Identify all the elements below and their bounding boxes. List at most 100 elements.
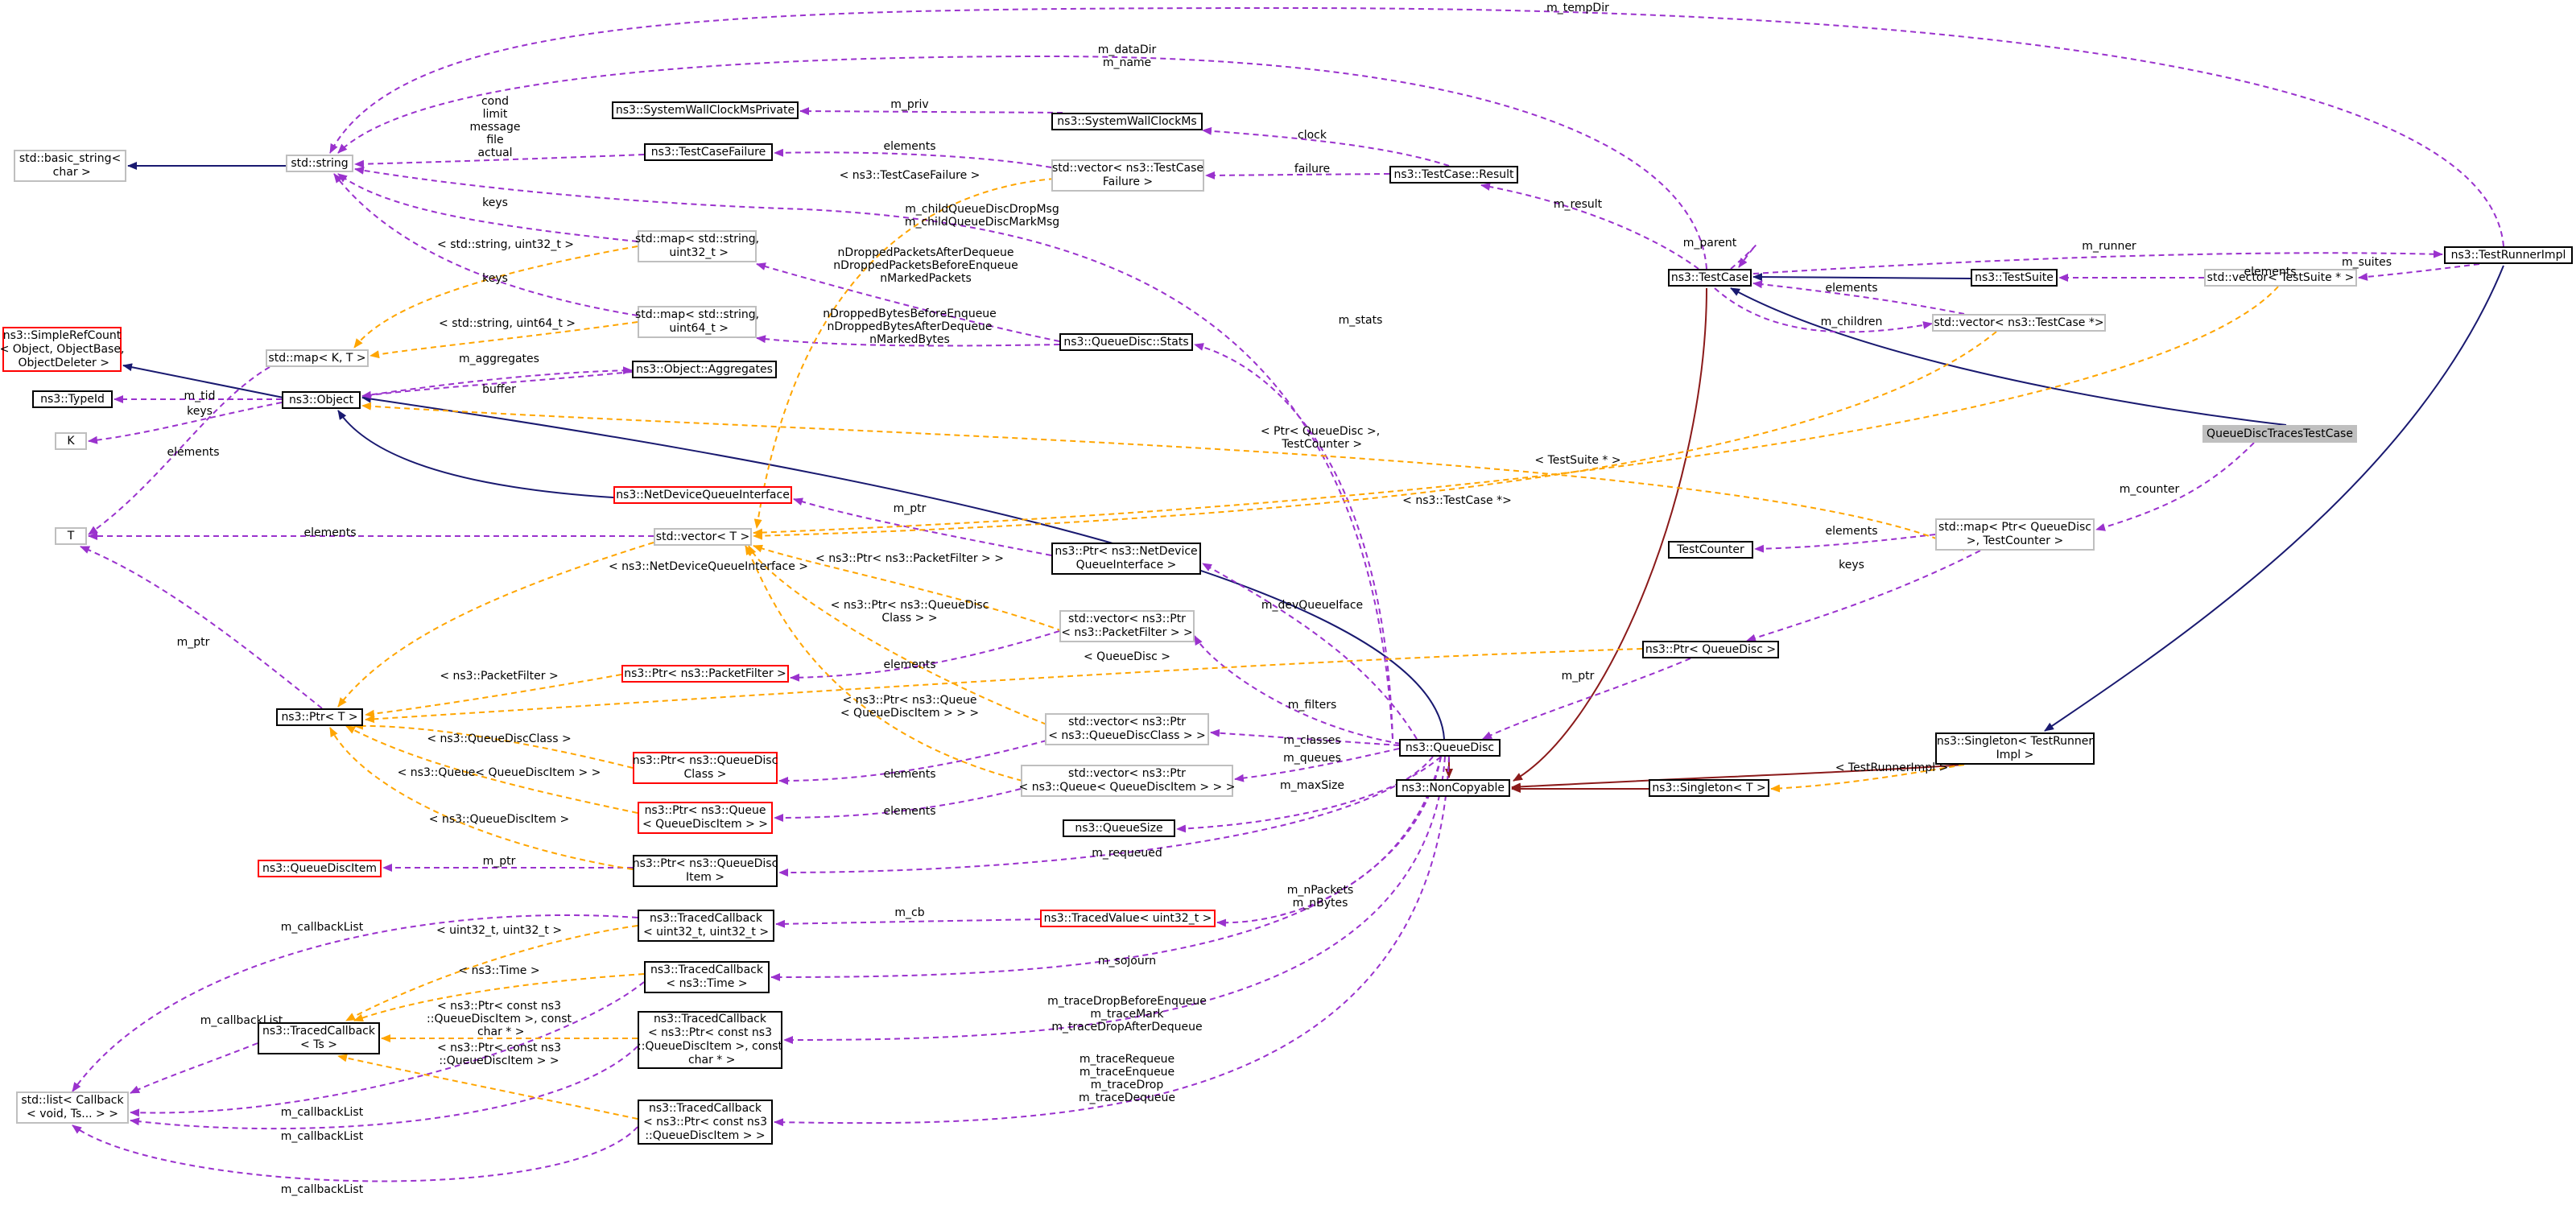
edge-clock xyxy=(1202,126,1450,167)
edge-label-m-counter: m_counter xyxy=(2119,483,2180,496)
edge-label-m-ptr-qdi: m_ptr xyxy=(482,855,516,868)
edge-label-m-callbacklist3: m_callbackList xyxy=(280,1106,364,1119)
class-node-t[interactable]: T xyxy=(55,527,87,545)
edge-label-dropped-pkts: nDroppedPacketsAfterDequeue nDroppedPack… xyxy=(833,246,1018,285)
class-node-aggregates[interactable]: ns3::Object::Aggregates xyxy=(632,361,777,378)
edge-label-keys4: keys xyxy=(1839,559,1864,571)
edge-label-elements-fail: elements xyxy=(883,140,936,153)
class-node-vector-testsuite[interactable]: std::vector< TestSuite * > xyxy=(2204,269,2357,287)
class-node-singleton-tri[interactable]: ns3::Singleton< TestRunner Impl > xyxy=(1935,732,2095,765)
class-node-ptr-t[interactable]: ns3::Ptr< T > xyxy=(276,708,363,726)
tmpl-packetfilter xyxy=(365,674,622,718)
class-node-basic-string[interactable]: std::basic_string< char > xyxy=(14,150,126,182)
class-node-focus[interactable]: QueueDiscTracesTestCase xyxy=(2202,425,2357,443)
class-node-qditem[interactable]: ns3::QueueDiscItem xyxy=(258,860,382,877)
class-node-vector-ptr-queue[interactable]: std::vector< ns3::Ptr < ns3::Queue< Queu… xyxy=(1019,765,1235,797)
edge-requeued xyxy=(778,756,1434,877)
class-node-ptr-packetfilter[interactable]: ns3::Ptr< ns3::PacketFilter > xyxy=(621,665,789,683)
class-node-tcb-time[interactable]: ns3::TracedCallback < ns3::Time > xyxy=(644,961,770,993)
class-node-testcounter[interactable]: TestCounter xyxy=(1668,541,1753,559)
class-node-map-u32[interactable]: std::map< std::string, uint32_t > xyxy=(635,230,759,262)
edge-label-packetfilter-tmpl: < ns3::PacketFilter > xyxy=(440,670,559,683)
edge-label-m-maxsize: m_maxSize xyxy=(1280,779,1344,792)
edge-aggregates xyxy=(361,366,633,397)
class-node-vector-testcase[interactable]: std::vector< ns3::TestCase *> xyxy=(1932,314,2106,332)
edge-noncopyable-to-testcase xyxy=(1513,287,1707,782)
edge-map-ptr-elements xyxy=(1754,534,1936,553)
edge-object-to-queuedisc xyxy=(361,394,1445,740)
class-node-tcb-u32[interactable]: ns3::TracedCallback < uint32_t, uint32_t… xyxy=(638,910,774,942)
edge-label-keys1: keys xyxy=(482,196,508,209)
class-node-result[interactable]: ns3::TestCase::Result xyxy=(1389,166,1518,184)
class-node-vector-tcfailure[interactable]: std::vector< ns3::TestCase Failure > xyxy=(1051,159,1204,192)
edge-label-m-sojourn: m_sojourn xyxy=(1097,955,1157,968)
class-node-tcb-ts[interactable]: ns3::TracedCallback < Ts > xyxy=(258,1022,380,1054)
edge-label-keys2: keys xyxy=(482,272,508,285)
edge-label-m-tid: m_tid xyxy=(184,390,216,402)
class-node-ptr-queue[interactable]: ns3::Ptr< ns3::Queue < QueueDiscItem > > xyxy=(638,802,773,834)
class-node-wallclockprivate[interactable]: ns3::SystemWallClockMsPrivate xyxy=(612,101,799,119)
class-node-wallclock[interactable]: ns3::SystemWallClockMs xyxy=(1051,113,1203,130)
class-node-typeid[interactable]: ns3::TypeId xyxy=(32,390,113,408)
tmpl-qditem xyxy=(329,727,634,870)
class-node-k[interactable]: K xyxy=(55,432,87,450)
edge-label-time-tmpl: < ns3::Time > xyxy=(458,964,540,977)
edge-wallclockprivate xyxy=(799,107,1063,116)
class-node-map-ptr-qd[interactable]: std::map< Ptr< QueueDisc >, TestCounter … xyxy=(1935,518,2095,551)
class-node-testcase[interactable]: ns3::TestCase xyxy=(1668,269,1752,287)
class-node-simplerefcount[interactable]: ns3::SimpleRefCount < Object, ObjectBase… xyxy=(0,327,124,372)
class-node-ptr-queuedisc[interactable]: ns3::Ptr< QueueDisc > xyxy=(1642,641,1779,658)
edge-map-u32-string xyxy=(337,173,638,242)
class-node-tracedvalue[interactable]: ns3::TracedValue< uint32_t > xyxy=(1040,910,1216,927)
tmpl-qdclass xyxy=(353,721,634,769)
edge-label-testcase-tmpl: < ns3::TestCase *> xyxy=(1402,494,1512,507)
class-node-queuesize[interactable]: ns3::QueueSize xyxy=(1063,819,1175,837)
edge-label-m-devqi: m_devQueueIface xyxy=(1261,599,1364,612)
class-node-tcb-ptr-const-char[interactable]: ns3::TracedCallback < ns3::Ptr< const ns… xyxy=(638,1011,782,1069)
edge-k xyxy=(88,402,283,444)
class-node-ptr-qdclass[interactable]: ns3::Ptr< ns3::QueueDisc Class > xyxy=(633,752,778,784)
class-node-testrunnerimpl[interactable]: ns3::TestRunnerImpl xyxy=(2444,246,2573,264)
class-node-list-callback[interactable]: std::list< Callback < void, Ts... > > xyxy=(16,1091,129,1124)
class-node-noncopyable[interactable]: ns3::NonCopyable xyxy=(1396,779,1510,797)
edge-children xyxy=(1714,287,1933,333)
edge-label-trace-requeue: m_traceRequeue m_traceEnqueue m_traceDro… xyxy=(1078,1053,1176,1104)
edge-label-m-filters: m_filters xyxy=(1287,699,1337,712)
edge-label-m-ptr-qd: m_ptr xyxy=(1561,670,1595,683)
edge-singleton-to-testrunnerimpl xyxy=(2044,265,2504,732)
edge-testcase-to-testsuite xyxy=(1752,273,1971,282)
edge-label-m-tempdir: m_tempDir xyxy=(1546,2,1609,14)
edge-label-m-cb: m_cb xyxy=(894,906,925,919)
edge-cb xyxy=(775,918,1041,928)
tmpl-testcase xyxy=(753,331,1997,540)
class-node-stdmap-kt[interactable]: std::map< K, T > xyxy=(266,349,369,367)
edge-tempdir xyxy=(329,6,2504,247)
class-node-testcasefailure[interactable]: ns3::TestCaseFailure xyxy=(644,143,773,161)
class-node-netdevqi[interactable]: ns3::NetDeviceQueueInterface xyxy=(613,486,792,504)
tmpl-tcfailure xyxy=(753,178,1055,529)
edge-label-m-ptr-t: m_ptr xyxy=(176,636,210,649)
edge-label-m-ptr-ndqi: m_ptr xyxy=(893,502,927,515)
class-node-std-string[interactable]: std::string xyxy=(286,155,353,172)
class-node-vector-t[interactable]: std::vector< T > xyxy=(654,528,752,546)
class-node-qdstats[interactable]: ns3::QueueDisc::Stats xyxy=(1059,333,1193,351)
tmpl-time xyxy=(353,973,645,1022)
edge-label-qdclass-tmpl: < ns3::QueueDiscClass > xyxy=(427,732,572,745)
class-node-ptr-qditem[interactable]: ns3::Ptr< ns3::QueueDisc Item > xyxy=(633,855,778,887)
class-node-vector-ptr-pf[interactable]: std::vector< ns3::Ptr < ns3::PacketFilte… xyxy=(1059,610,1195,642)
edge-mark-msg-string xyxy=(354,166,1393,740)
edge-result xyxy=(1480,183,1699,270)
class-node-ptr-netdevqi[interactable]: ns3::Ptr< ns3::NetDevice QueueInterface … xyxy=(1051,543,1201,575)
edge-label-elements-pf: elements xyxy=(883,658,936,671)
edge-maxsize xyxy=(1176,756,1442,833)
class-node-queuedisc[interactable]: ns3::QueueDisc xyxy=(1399,739,1501,757)
edge-map-elements-t xyxy=(88,366,270,535)
edge-list-cb3 xyxy=(130,981,645,1117)
class-node-object[interactable]: ns3::Object xyxy=(282,391,361,409)
class-node-testsuite[interactable]: ns3::TestSuite xyxy=(1971,269,2058,287)
class-node-singleton-t[interactable]: ns3::Singleton< T > xyxy=(1649,779,1769,797)
edge-testcase-to-focus xyxy=(1730,287,2287,426)
class-node-map-u64[interactable]: std::map< std::string, uint64_t > xyxy=(635,306,759,338)
class-node-tcb-ptr-const[interactable]: ns3::TracedCallback < ns3::Ptr< const ns… xyxy=(638,1100,773,1145)
class-node-vector-ptr-qdclass[interactable]: std::vector< ns3::Ptr < ns3::QueueDiscCl… xyxy=(1045,713,1209,745)
